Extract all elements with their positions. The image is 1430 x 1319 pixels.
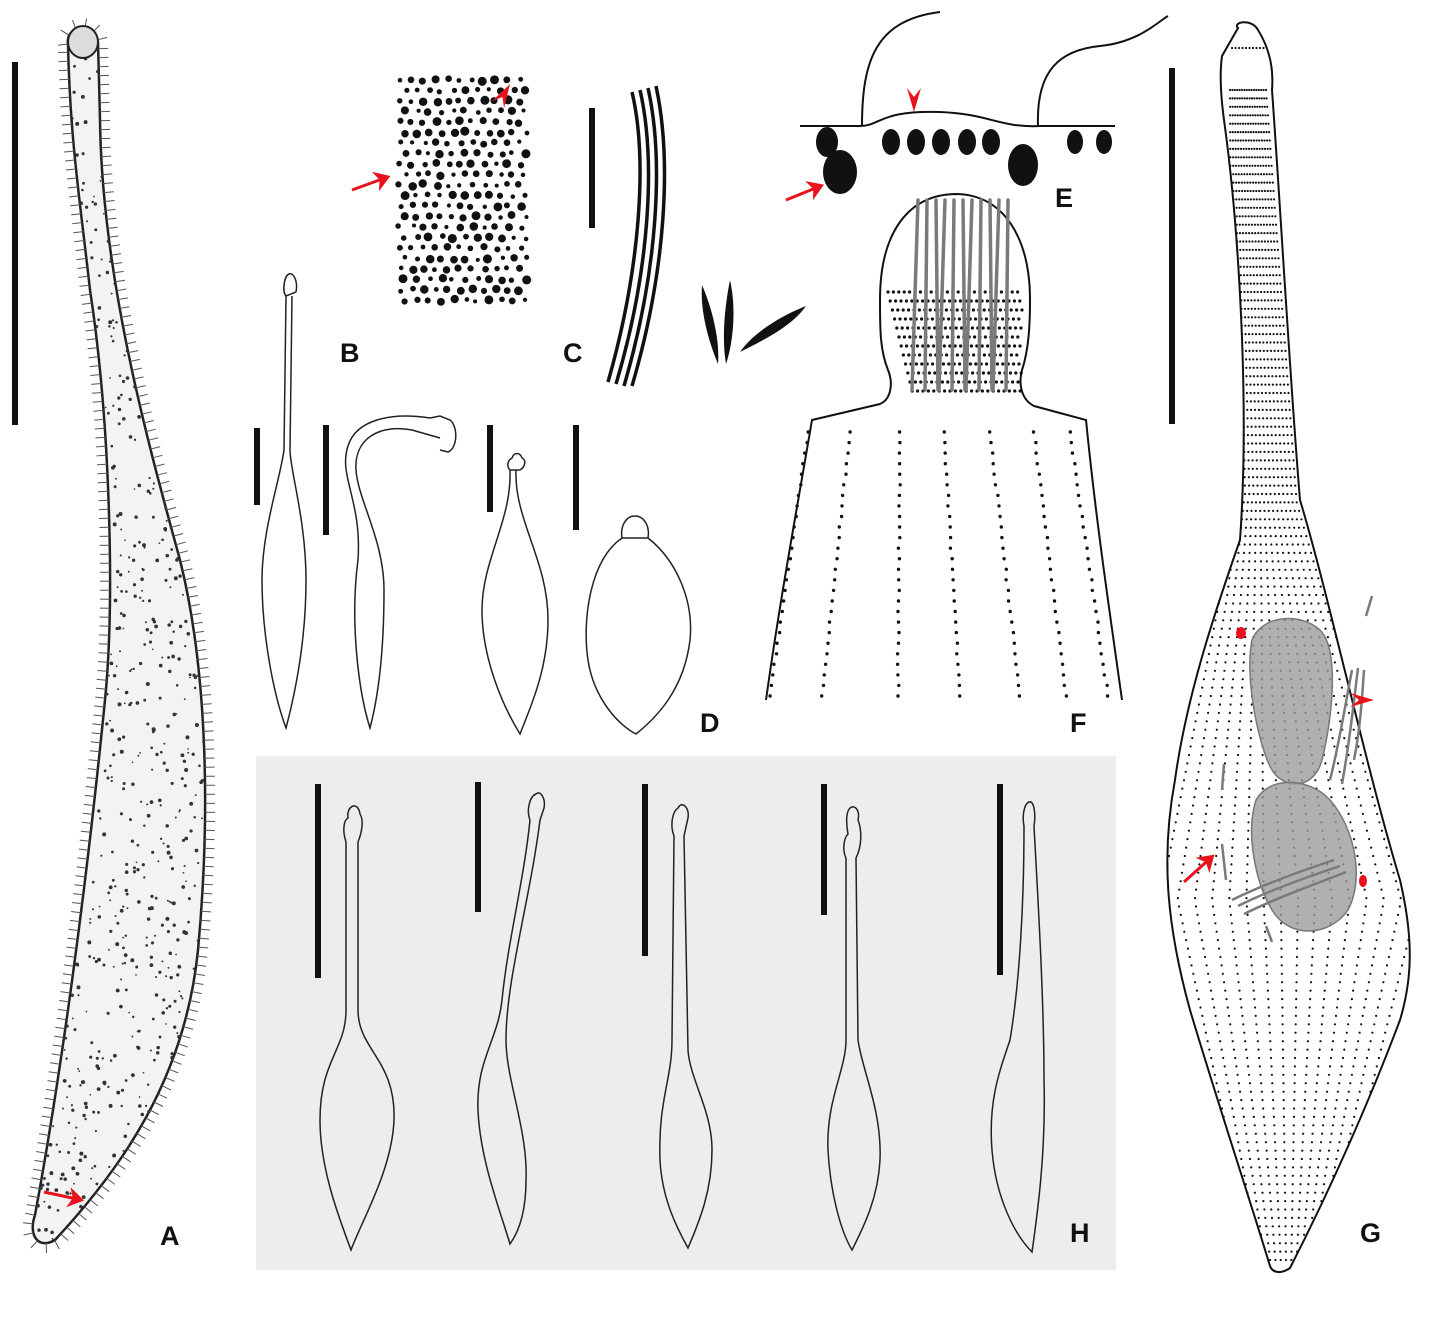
red-arrow-icon bbox=[347, 166, 395, 200]
panel-e: E bbox=[781, 11, 1169, 213]
cell-body-a bbox=[31, 27, 207, 1245]
oral-bulge-d3 bbox=[507, 452, 526, 471]
anterior-outline-f bbox=[765, 192, 1123, 701]
panel-label-c: C bbox=[563, 338, 583, 368]
cell-outline-h1 bbox=[319, 842, 395, 1253]
oral-bulge-h5 bbox=[1022, 801, 1036, 827]
panel-b: B bbox=[340, 75, 532, 368]
panel-a: A bbox=[12, 18, 216, 1254]
panel-label-d: D bbox=[700, 708, 720, 738]
cilium-left-e bbox=[861, 11, 941, 127]
oral-bulge-d4 bbox=[620, 515, 650, 539]
panel-h: H bbox=[256, 756, 1116, 1270]
panel-d: D bbox=[254, 273, 720, 738]
panel-label-e: E bbox=[1055, 183, 1073, 213]
micronuclei-g bbox=[1236, 627, 1367, 887]
macronucleus-g bbox=[1249, 617, 1357, 932]
panel-label-a: A bbox=[160, 1221, 180, 1251]
oral-bulge-h3 bbox=[671, 804, 690, 837]
oral-bulge-d2 bbox=[429, 415, 457, 453]
oral-bulge-h1 bbox=[343, 805, 363, 843]
extrusome-bundle-c bbox=[606, 85, 667, 387]
panel-f: F bbox=[765, 192, 1123, 738]
red-arrowhead-icon bbox=[491, 80, 517, 109]
cell-outline-h3 bbox=[659, 835, 713, 1250]
cytoplasm-granules-a bbox=[36, 49, 205, 1240]
oral-bulge-h2 bbox=[527, 792, 546, 821]
cell-outline-d4 bbox=[585, 537, 692, 735]
cell-outline-d3 bbox=[481, 469, 549, 736]
cell-outline-h2 bbox=[477, 819, 541, 1246]
oral-bulge-h4 bbox=[843, 806, 862, 859]
panel-label-f: F bbox=[1070, 708, 1087, 738]
oral-bulge-d1 bbox=[283, 273, 298, 297]
red-arrow-icon bbox=[781, 175, 828, 210]
granules-row-e bbox=[816, 127, 1112, 194]
extrusomes-g bbox=[1220, 595, 1374, 943]
cell-outline-h5 bbox=[990, 825, 1046, 1254]
red-arrowhead-icon bbox=[907, 88, 921, 112]
panel-label-h: H bbox=[1070, 1218, 1090, 1248]
cilia-fringe-a bbox=[22, 18, 216, 1254]
cell-outline-h4 bbox=[827, 857, 881, 1252]
extrusomes-separate-c bbox=[701, 280, 806, 364]
dot-pattern-b bbox=[395, 75, 532, 306]
panel-c: C bbox=[563, 85, 806, 387]
oral-bulge-a bbox=[67, 25, 99, 59]
membrane-line-e bbox=[800, 110, 1115, 128]
panel-g: G bbox=[1166, 21, 1411, 1274]
panel-label-g: G bbox=[1360, 1218, 1381, 1248]
oral-bulge-extrusomes-f bbox=[910, 198, 1010, 392]
cell-outline-d1 bbox=[261, 295, 307, 731]
cilium-right-e bbox=[1036, 15, 1169, 127]
panel-label-b: B bbox=[340, 338, 360, 368]
panel-h-background bbox=[256, 756, 1116, 1270]
cell-outline-d2 bbox=[344, 415, 441, 731]
